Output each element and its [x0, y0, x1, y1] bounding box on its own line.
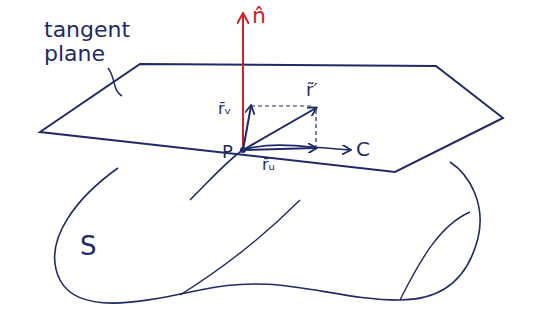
- vector-label: r̄ᵥ: [218, 100, 231, 118]
- normal-label: n̂: [252, 4, 266, 28]
- vector-label: r̄ᵤ: [262, 156, 275, 174]
- surface-outline: [55, 162, 480, 303]
- plane-label: tangent plane: [44, 18, 134, 66]
- normal-vector: [242, 14, 244, 150]
- curve-label: C: [356, 138, 370, 160]
- surface-label: S: [80, 232, 97, 261]
- vector-rv: [243, 106, 251, 150]
- point-p: [240, 147, 246, 153]
- vector-ru: [243, 148, 316, 150]
- vector-label: r̃′: [306, 80, 318, 100]
- point-label: P: [222, 142, 233, 162]
- label-pointer: [108, 68, 122, 96]
- curve-c: [190, 145, 350, 200]
- dashed-guide: [315, 110, 316, 146]
- dashed-guide: [251, 105, 314, 106]
- vector-rt: [243, 108, 316, 150]
- surface-fold: [180, 200, 300, 295]
- surface-fold: [400, 212, 470, 300]
